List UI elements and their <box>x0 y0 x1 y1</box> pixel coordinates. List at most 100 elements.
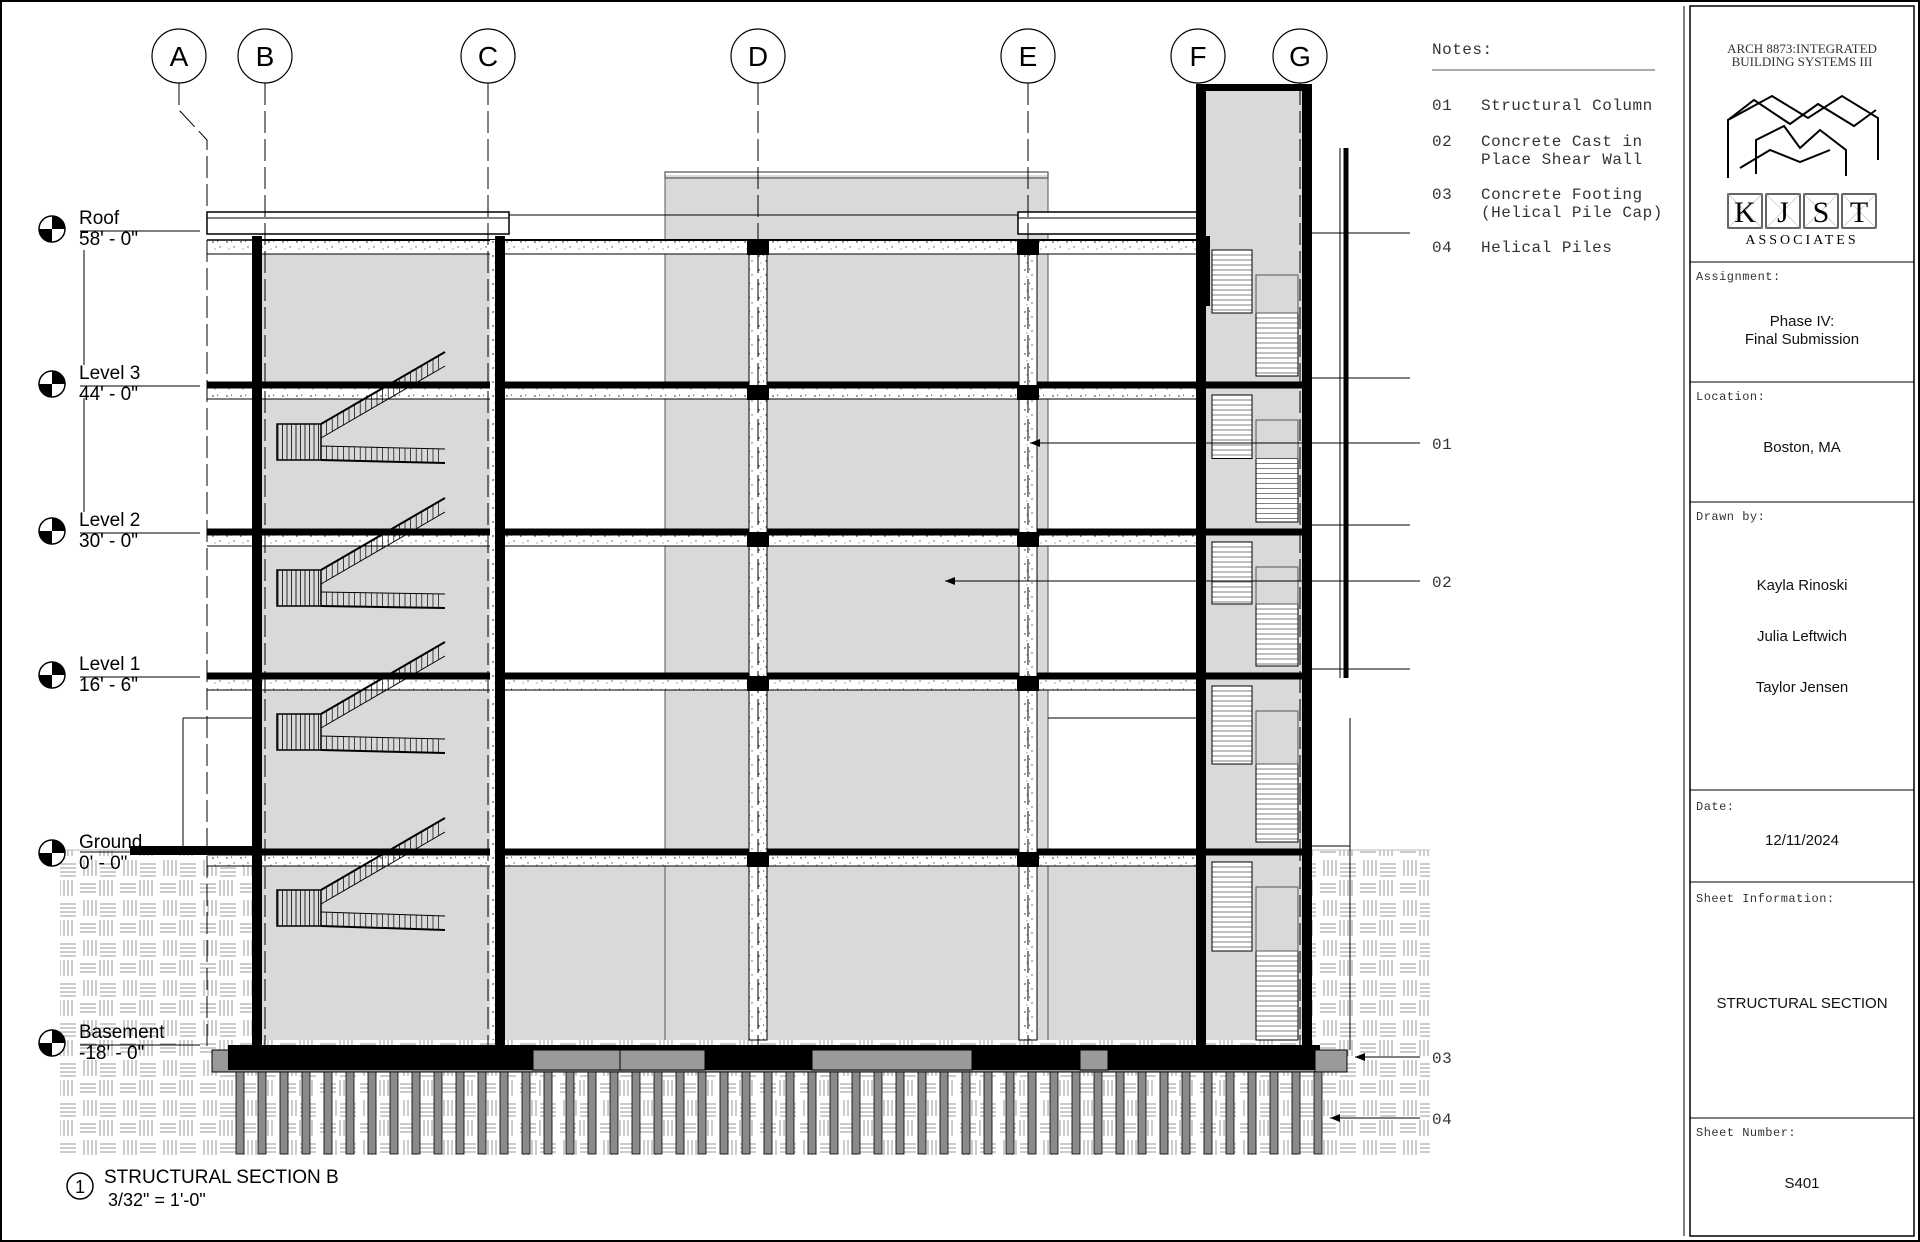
pile-23 <box>741 1071 751 1155</box>
helical-piles <box>235 1071 1323 1155</box>
stair-flight-left-0 <box>276 351 446 464</box>
pile-45 <box>1225 1071 1235 1155</box>
pile-39 <box>1093 1071 1103 1155</box>
note-text-02-0: Concrete Cast in <box>1481 133 1643 151</box>
stair-left <box>276 351 446 931</box>
callout-tag-01: 01 <box>1432 436 1452 454</box>
stair-right <box>1211 249 1299 1041</box>
stair-flight-left-1 <box>276 497 446 609</box>
callout-04: 04 <box>1330 1111 1452 1129</box>
note-num-03: 03 <box>1432 186 1452 204</box>
slab-0 <box>207 239 1200 255</box>
location-label: Location: <box>1696 390 1765 404</box>
pile-40 <box>1115 1071 1125 1155</box>
pile-2 <box>279 1071 289 1155</box>
pile-20 <box>675 1071 685 1155</box>
pile-49 <box>1313 1071 1323 1155</box>
note-num-04: 04 <box>1432 239 1452 257</box>
grid-label-E: E <box>1019 41 1038 72</box>
title-block: ARCH 8873:INTEGRATED BUILDING SYSTEMS II… <box>1683 5 1915 1237</box>
concrete-footings <box>211 1045 1348 1073</box>
level-elev-2: 30' - 0" <box>79 531 138 552</box>
pile-36 <box>1027 1071 1037 1155</box>
level-3: Level 116' - 6" <box>38 654 1410 696</box>
view-scale: 3/32" = 1'-0" <box>108 1190 206 1210</box>
pile-21 <box>697 1071 707 1155</box>
pile-37 <box>1049 1071 1059 1155</box>
pile-13 <box>521 1071 531 1155</box>
pile-34 <box>983 1071 993 1155</box>
assignment-label: Assignment: <box>1696 270 1781 284</box>
pile-47 <box>1269 1071 1279 1155</box>
pile-19 <box>653 1071 663 1155</box>
pile-31 <box>917 1071 927 1155</box>
kjst-logo-mark <box>1727 94 1879 178</box>
grid-label-C: C <box>478 41 498 72</box>
pile-24 <box>763 1071 773 1155</box>
sheet-info-label: Sheet Information: <box>1696 892 1835 906</box>
pile-42 <box>1159 1071 1169 1155</box>
view-name: STRUCTURAL SECTION B <box>104 1167 339 1188</box>
level-name-4: Ground <box>79 832 142 853</box>
grid-E: E <box>1000 28 1056 1050</box>
pile-22 <box>719 1071 729 1155</box>
column-C <box>490 240 498 1040</box>
pile-0 <box>235 1071 245 1155</box>
pile-33 <box>961 1071 971 1155</box>
floor-slabs <box>207 239 1312 867</box>
pile-8 <box>411 1071 421 1155</box>
pile-16 <box>587 1071 597 1155</box>
level-elev-3: 16' - 6" <box>79 675 138 696</box>
grid-label-A: A <box>170 41 189 72</box>
note-item-01: 01 Structural Column <box>1432 97 1653 115</box>
pile-5 <box>345 1071 355 1155</box>
logo-letter-T: T <box>1850 196 1868 229</box>
roof-parapets <box>206 211 1201 235</box>
sheet-info-value: STRUCTURAL SECTION <box>1716 995 1887 1012</box>
stair-right-3 <box>1211 685 1299 843</box>
level-1: Level 344' - 0" <box>38 363 1410 405</box>
notes-heading: Notes: <box>1432 41 1493 59</box>
callout-tag-03: 03 <box>1432 1050 1452 1068</box>
level-5: Basement-18' - 0" <box>38 1022 200 1064</box>
pile-15 <box>565 1071 575 1155</box>
level-elev-5: -18' - 0" <box>79 1043 144 1064</box>
pile-43 <box>1181 1071 1191 1155</box>
grid-C: C <box>460 28 516 1050</box>
stair-right-1 <box>1211 394 1299 523</box>
note-text-02-1: Place Shear Wall <box>1481 151 1643 169</box>
pile-27 <box>829 1071 839 1155</box>
pile-30 <box>895 1071 905 1155</box>
pile-44 <box>1203 1071 1213 1155</box>
note-num-01: 01 <box>1432 97 1452 115</box>
pile-46 <box>1247 1071 1257 1155</box>
grid-label-G: G <box>1289 41 1311 72</box>
callout-02: 02 <box>945 574 1452 592</box>
pile-11 <box>477 1071 487 1155</box>
pile-17 <box>609 1071 619 1155</box>
pile-10 <box>455 1071 465 1155</box>
stair-right-4 <box>1211 861 1299 1041</box>
pile-12 <box>499 1071 509 1155</box>
pile-32 <box>939 1071 949 1155</box>
assignment-line2: Final Submission <box>1745 331 1859 348</box>
note-callouts: 01 02 03 04 <box>945 436 1452 1129</box>
note-text-01-0: Structural Column <box>1481 97 1653 115</box>
pile-18 <box>631 1071 641 1155</box>
pile-14 <box>543 1071 553 1155</box>
course-line1: ARCH 8873:INTEGRATED <box>1727 41 1877 56</box>
level-name-0: Roof <box>79 208 120 229</box>
logo-letter-K: K <box>1734 196 1756 229</box>
view-title: 1 STRUCTURAL SECTION B 3/32" = 1'-0" <box>66 1167 339 1210</box>
assignment-line1: Phase IV: <box>1770 313 1834 330</box>
logo-letter-S: S <box>1813 196 1830 229</box>
level-elev-0: 58' - 0" <box>79 229 138 250</box>
structural-columns <box>490 239 1039 1041</box>
level-elev-4: 0' - 0" <box>79 853 127 874</box>
